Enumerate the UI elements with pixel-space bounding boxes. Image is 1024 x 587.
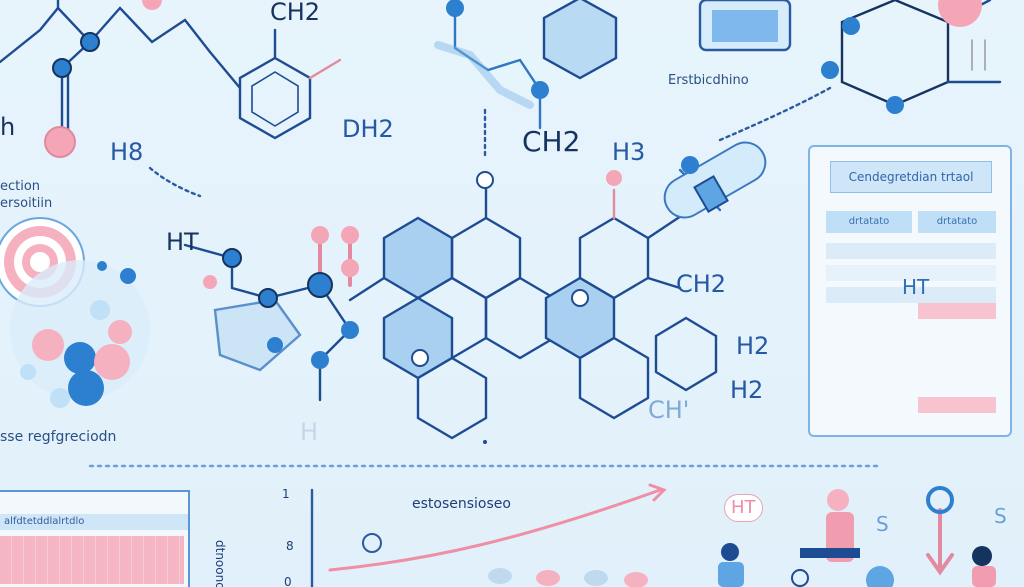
dh2-label: DH2	[342, 115, 394, 143]
top-right-ring	[840, 0, 950, 107]
panel-column-1: drtatato	[826, 211, 912, 233]
h8-label: H8	[110, 138, 144, 166]
h2-label-2: H2	[730, 376, 764, 404]
panel-row	[826, 265, 996, 281]
panel-row	[918, 397, 996, 413]
chart-tick-bottom: 0	[284, 575, 292, 587]
top-ch2-label: CH2	[270, 0, 321, 26]
center-ch2-label: CH2	[522, 125, 581, 158]
chart-tick-mid: 8	[286, 539, 294, 553]
central-fused-rings	[348, 186, 718, 440]
bottom-left-table: alfdtetddlalrtdlo	[0, 490, 190, 587]
left-bottom-caption: sse regfgreciodn	[0, 429, 117, 445]
left-caption-1: ection	[0, 179, 41, 194]
panel-ht-label: HT	[902, 275, 930, 299]
s-mark-1: S	[876, 512, 889, 536]
top-center-ring	[542, 0, 618, 80]
table-header: alfdtetddlalrtdlo	[0, 514, 188, 530]
trend-line	[328, 488, 662, 572]
atom-spheres	[44, 0, 982, 444]
h3-label: H3	[612, 138, 646, 166]
chart-tick-top: 1	[282, 487, 290, 501]
top-left-chain	[0, 6, 212, 64]
table-body	[0, 536, 184, 584]
ht-sticker: HT	[724, 494, 763, 522]
s-mark-2: S	[994, 504, 1007, 528]
panel-row	[826, 287, 996, 303]
top-center-chain	[453, 6, 542, 130]
chart-title: estosensioseo	[412, 496, 511, 512]
chart-axis-label: dtnoonoe	[213, 540, 227, 587]
sphere-cluster	[10, 260, 150, 408]
panel-row	[918, 303, 996, 319]
panel-row	[826, 243, 996, 259]
top-right-caption: Erstbicdhino	[668, 73, 749, 88]
top-left-h-label: h	[0, 113, 16, 141]
data-panel: Cendegretdian trtaol drtatato drtatato H…	[808, 145, 1012, 437]
panel-column-2: drtatato	[918, 211, 996, 233]
ht-label: HT	[166, 228, 199, 256]
right-ch2-label: CH2	[676, 270, 727, 298]
bottom-h-label: H	[300, 418, 319, 446]
panel-title: Cendegretdian trtaol	[830, 161, 992, 193]
ch-prime-label: CH'	[648, 396, 690, 424]
people-illustration	[718, 486, 996, 587]
left-caption-2: ersoitiin	[0, 196, 53, 211]
h2-label-1: H2	[736, 332, 770, 360]
